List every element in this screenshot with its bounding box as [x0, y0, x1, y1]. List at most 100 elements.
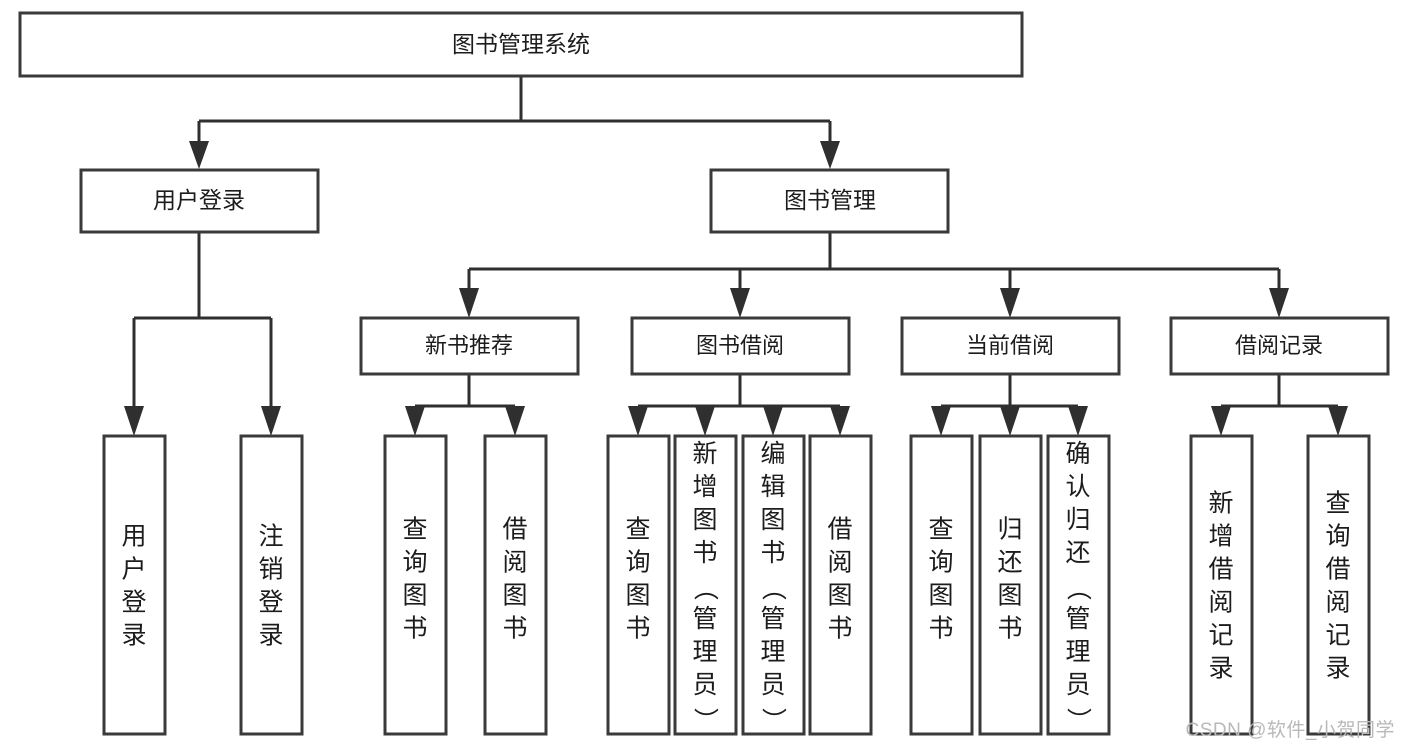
vertical-label-char: 询 [402, 549, 427, 577]
vertical-label-char: 书 [402, 615, 427, 643]
vertical-label-char: 记 [1325, 622, 1350, 650]
vertical-label-char: 录 [121, 622, 146, 650]
vertical-label-char: 图 [997, 582, 1022, 610]
node-leaf-add-book-box[interactable] [673, 434, 738, 736]
vertical-label-char: 阅 [827, 549, 852, 577]
node-current-borrow[interactable]: 当前借阅 [900, 316, 1121, 376]
node-book-management-box[interactable] [709, 168, 950, 234]
node-new-book-recommend-label: 新书推荐 [425, 333, 513, 358]
arrow-head-borrow-record [1269, 288, 1289, 318]
connector-group-borrowrecord-to-leaves [1211, 374, 1348, 436]
node-book-borrow-box[interactable] [630, 316, 851, 376]
vertical-label-char: 注 [258, 523, 283, 551]
vertical-label-char: （ [691, 575, 719, 600]
vertical-label-char: 借 [1208, 556, 1233, 584]
node-leaf-add-record-box[interactable] [1189, 434, 1254, 736]
vertical-label-char: 登 [121, 589, 146, 617]
vertical-label-char: 管 [1065, 605, 1090, 633]
vertical-label-char: （ [1064, 575, 1092, 600]
arrow-head-leaf-return-book [1000, 406, 1020, 436]
arrow-head-leaf-query-book-3 [931, 406, 951, 436]
vertical-label-char: 增 [692, 473, 717, 501]
node-book-management-label: 图书管理 [784, 187, 876, 213]
vertical-label-char: 用 [121, 523, 146, 551]
arrow-head-leaf-edit-book [763, 406, 783, 436]
vertical-label-char: 员 [760, 671, 785, 699]
vertical-label-char: 归 [997, 516, 1022, 544]
csdn-watermark: CSDN @软件_小贺同学 [1185, 720, 1395, 741]
node-root-box[interactable] [18, 11, 1024, 78]
node-borrow-record[interactable]: 借阅记录 [1169, 316, 1390, 376]
node-leaf-return-book-box[interactable] [978, 434, 1043, 736]
vertical-label-char: 书 [502, 615, 527, 643]
arrow-head-current-borrow [1000, 288, 1020, 318]
node-new-book-recommend-box[interactable] [359, 316, 580, 376]
node-book-management[interactable]: 图书管理 [709, 168, 950, 234]
node-user-login-label: 用户登录 [153, 187, 245, 213]
node-current-borrow-label: 当前借阅 [966, 333, 1054, 358]
node-leaf-user-login-box[interactable] [102, 434, 167, 736]
arrow-head-leaf-user-login [124, 406, 144, 436]
node-root[interactable]: 图书管理系统 [18, 11, 1024, 78]
node-leaf-logout-login-box[interactable] [239, 434, 304, 736]
node-leaf-query-book-2-box[interactable] [606, 434, 671, 736]
vertical-label-char: 归 [1065, 506, 1090, 534]
arrow-head-leaf-query-book-1 [405, 406, 425, 436]
node-leaf-user-login[interactable]: 用户登录 [102, 434, 167, 736]
vertical-label-char: 员 [692, 671, 717, 699]
connector-group-root-to-level2 [189, 76, 840, 169]
connector-group-user-login-to-leaves [124, 232, 281, 436]
vertical-label-char: 图 [692, 506, 717, 534]
vertical-label-char: 询 [1325, 523, 1350, 551]
node-leaf-edit-book-box[interactable] [741, 434, 806, 736]
node-leaf-user-login-vlabel: 用户登录 [121, 523, 146, 650]
node-root-label: 图书管理系统 [452, 31, 590, 57]
vertical-label-char: ） [759, 707, 787, 732]
vertical-label-char: 理 [692, 638, 717, 666]
node-current-borrow-box[interactable] [900, 316, 1121, 376]
node-leaf-query-book-3-box[interactable] [909, 434, 974, 736]
node-new-book-recommend[interactable]: 新书推荐 [359, 316, 580, 376]
vertical-label-char: 编 [760, 440, 785, 468]
node-user-login[interactable]: 用户登录 [79, 168, 320, 234]
node-borrow-record-label: 借阅记录 [1235, 333, 1323, 358]
node-leaf-borrow-book-1-box[interactable] [483, 434, 548, 736]
vertical-label-char: 图 [928, 582, 953, 610]
vertical-label-char: 录 [1208, 655, 1233, 683]
node-leaf-borrow-book-2-box[interactable] [808, 434, 873, 736]
vertical-label-char: 借 [502, 516, 527, 544]
arrow-head-leaf-logout-login [261, 406, 281, 436]
vertical-label-char: 借 [827, 516, 852, 544]
node-book-borrow[interactable]: 图书借阅 [630, 316, 851, 376]
node-user-login-box[interactable] [79, 168, 320, 234]
node-leaf-confirm-return-box[interactable] [1046, 434, 1111, 736]
vertical-label-char: 录 [1325, 655, 1350, 683]
connector-group-bookmgmt-to-level3 [459, 232, 1289, 318]
node-borrow-record-box[interactable] [1169, 316, 1390, 376]
vertical-label-char: 录 [258, 622, 283, 650]
vertical-label-char: 书 [760, 539, 785, 567]
vertical-label-char: 还 [997, 549, 1022, 577]
vertical-label-char: 查 [402, 516, 427, 544]
node-leaf-query-record-box[interactable] [1306, 434, 1371, 736]
node-leaf-query-book-1-box[interactable] [383, 434, 448, 736]
arrow-head-leaf-add-book [695, 406, 715, 436]
